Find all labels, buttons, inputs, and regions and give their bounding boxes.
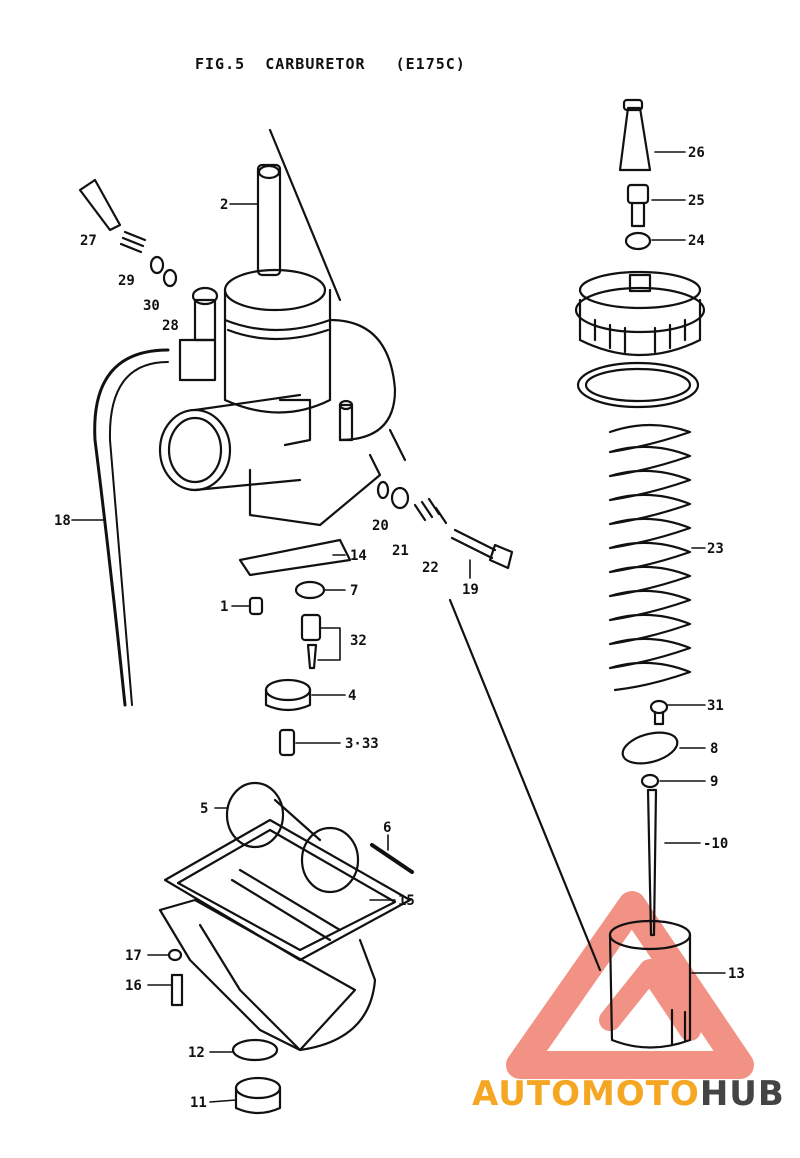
assembly-line-main — [268, 128, 342, 302]
callout-6: 6 — [383, 820, 391, 836]
part-20-washer — [376, 480, 390, 500]
callout-17: 17 — [125, 948, 142, 964]
callout-9: 9 — [710, 774, 718, 790]
watermark-logo — [506, 891, 754, 1079]
leader-lines — [71, 151, 726, 1103]
watermark-text: AUTOMOTOHUB — [472, 1074, 785, 1114]
callout-29: 29 — [118, 273, 135, 289]
float-chamber — [158, 818, 412, 1052]
part-19-throttle-stop-screw — [450, 528, 514, 570]
carburetor-body — [158, 163, 397, 527]
figure-number: FIG.5 — [195, 55, 246, 73]
figure-model: (E175C) — [395, 55, 466, 73]
part-30-washer — [149, 255, 165, 275]
callout-25: 25 — [688, 193, 705, 209]
part-6-float-pin — [370, 843, 414, 874]
callout-14: 14 — [350, 548, 367, 564]
callout-5: 5 — [200, 801, 208, 817]
callout-1: 1 — [220, 599, 228, 615]
part-3-main-jet — [278, 728, 296, 757]
callout-19: 19 — [462, 582, 479, 598]
part-25-adjuster-screw — [626, 183, 650, 228]
callout-24: 24 — [688, 233, 705, 249]
callout-31: 31 — [707, 698, 724, 714]
part-4-needle-jet-holder — [264, 678, 312, 712]
callout-3-33: 3·33 — [345, 736, 379, 752]
callout-26: 26 — [688, 145, 705, 161]
part-28-o-ring — [162, 268, 178, 288]
part-14-gasket — [238, 538, 352, 577]
callout-13: 13 — [728, 966, 745, 982]
watermark-text-accent: HUB — [699, 1074, 785, 1114]
part-18-air-vent-hose — [93, 348, 170, 707]
part-22-spring — [413, 497, 448, 525]
part-13-throttle-valve — [608, 919, 692, 1049]
part-1-starter-jet — [248, 596, 264, 616]
callout-2: 2 — [220, 197, 228, 213]
part-27-pilot-screw — [78, 178, 122, 232]
callout-labels: 26 25 24 23 31 8 9 -10 13 2 27 29 30 28 … — [54, 145, 745, 1111]
part-29-spring — [119, 230, 147, 254]
callout-32: 32 — [350, 633, 367, 649]
callout-21: 21 — [392, 543, 409, 559]
callout-30: 30 — [143, 298, 160, 314]
callout-11: 11 — [190, 1095, 207, 1111]
part-21-seal — [390, 486, 410, 510]
part-31-screw — [649, 699, 669, 726]
part-17-washer — [167, 948, 183, 962]
callout-28: 28 — [162, 318, 179, 334]
callout-20: 20 — [372, 518, 389, 534]
callout-10: -10 — [703, 836, 728, 852]
part-24-lock-nut — [624, 231, 652, 251]
part-7-o-ring — [294, 580, 326, 600]
part-8-needle-retainer-plate — [621, 731, 679, 765]
callout-18: 18 — [54, 513, 71, 529]
callout-4: 4 — [348, 688, 356, 704]
callout-16: 16 — [125, 978, 142, 994]
figure-title: FIG.5 CARBURETOR (E175C) — [195, 55, 466, 73]
part-26-rubber-cap — [618, 98, 652, 172]
watermark-text-main: AUTOMOTO — [472, 1074, 700, 1114]
callout-15: 15 — [398, 893, 415, 909]
callout-22: 22 — [422, 560, 439, 576]
callout-7: 7 — [350, 583, 358, 599]
part-11-drain-plug — [234, 1076, 282, 1115]
part-16-screw — [170, 973, 184, 1007]
callout-12: 12 — [188, 1045, 205, 1061]
part-9-e-clip — [640, 773, 660, 789]
part-cap-gasket — [576, 361, 700, 409]
callout-23: 23 — [707, 541, 724, 557]
figure-name: CARBURETOR — [265, 55, 366, 73]
assembly-line-needle — [448, 598, 602, 972]
part-23-throttle-spring — [608, 423, 692, 692]
part-10-jet-needle — [646, 788, 658, 937]
part-mixing-chamber-cap — [574, 270, 706, 357]
callout-27: 27 — [80, 233, 97, 249]
part-5-float — [225, 781, 360, 894]
part-12-drain-gasket — [231, 1038, 279, 1062]
callout-8: 8 — [710, 741, 718, 757]
assembly-line-left — [388, 428, 407, 462]
